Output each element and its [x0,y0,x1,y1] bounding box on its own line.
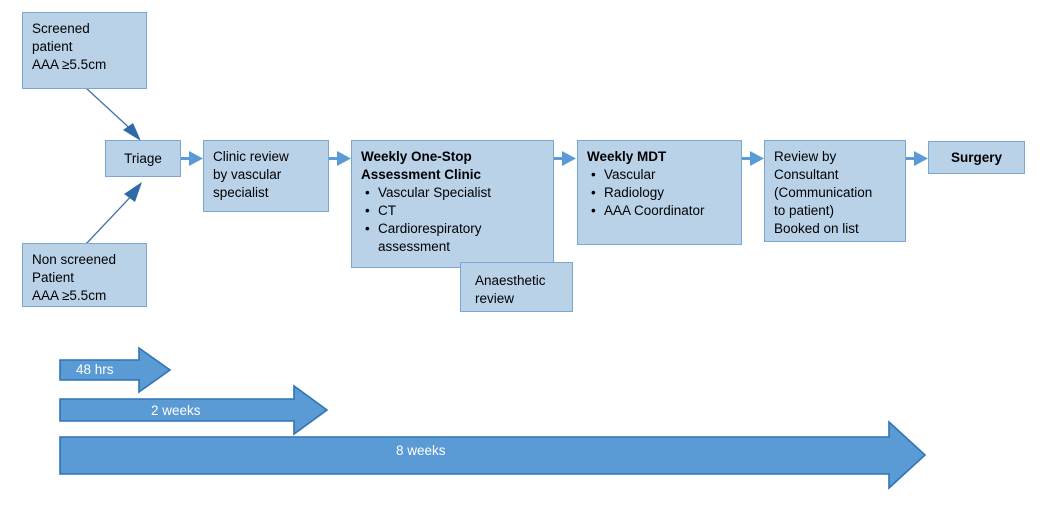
arrow-nonscreened-to-triage [85,182,142,245]
one-stop-heading-line-2: Assessment Clinic [361,166,482,182]
arrow-screened-to-triage [85,87,141,141]
timeline-label-2weeks: 2 weeks [151,403,201,418]
timeline-label-8weeks: 8 weeks [396,443,446,458]
weekly-mdt-bullet-2: Radiology [591,184,733,202]
non-screened-patient-line-3: AAA ≥5.5cm [32,287,107,303]
node-triage[interactable]: Triage [105,140,181,177]
consultant-review-line-4: to patient) [774,202,835,218]
one-stop-bullet-2: CT [365,202,545,220]
screened-patient-line-1: Screened [32,21,90,36]
screened-patient-line-3: AAA ≥5.5cm [32,56,107,72]
weekly-mdt-heading: Weekly MDT [587,149,667,164]
screened-patient-line-2: patient [32,38,73,54]
consultant-review-line-5: Booked on list [774,220,859,236]
node-non-screened-patient[interactable]: Non screened Patient AAA ≥5.5cm [22,243,147,307]
consultant-review-line-1: Review by [774,149,837,164]
consultant-review-line-3: (Communication [774,184,873,200]
clinic-review-line-1: Clinic review [213,149,289,164]
anaesthetic-review-line-1: Anaesthetic [475,273,546,288]
connector-clinic-to-onestop [329,151,351,166]
consultant-review-line-2: Consultant [774,166,839,182]
weekly-mdt-bullet-3: AAA Coordinator [591,202,733,220]
weekly-mdt-bullet-1: Vascular [591,166,733,184]
clinic-review-line-2: by vascular [213,166,282,182]
one-stop-bullet-1: Vascular Specialist [365,184,545,202]
non-screened-patient-line-2: Patient [32,269,75,285]
one-stop-heading-line-1: Weekly One-Stop [361,149,472,164]
node-weekly-mdt[interactable]: Weekly MDT Vascular Radiology AAA Coordi… [577,140,742,245]
one-stop-bullet-3: Cardiorespiratory assessment [365,220,545,256]
connector-triage-to-clinic [181,151,203,166]
node-screened-patient[interactable]: Screened patient AAA ≥5.5cm [22,12,147,89]
timeline-label-48hrs: 48 hrs [76,362,114,377]
clinic-review-line-3: specialist [213,184,269,200]
node-anaesthetic-review[interactable]: Anaesthetic review [460,262,573,312]
surgery-label: Surgery [950,149,1003,165]
weekly-mdt-bullet-list: Vascular Radiology AAA Coordinator [587,166,733,220]
non-screened-patient-line-1: Non screened [32,252,117,267]
connector-consultant-to-surgery [906,151,928,166]
node-consultant-review[interactable]: Review by Consultant (Communication to p… [764,140,906,242]
connector-onestop-to-mdt [554,151,576,166]
timeline-arrow-8weeks [59,420,927,490]
node-clinic-review[interactable]: Clinic review by vascular specialist [203,140,329,212]
node-surgery[interactable]: Surgery [928,141,1025,174]
anaesthetic-review-line-2: review [475,290,515,306]
one-stop-bullet-list: Vascular Specialist CT Cardiorespiratory… [361,184,545,256]
connector-mdt-to-consultant [742,151,764,166]
triage-label: Triage [124,150,162,166]
node-one-stop-assessment-clinic[interactable]: Weekly One-Stop Assessment Clinic Vascul… [351,140,554,268]
